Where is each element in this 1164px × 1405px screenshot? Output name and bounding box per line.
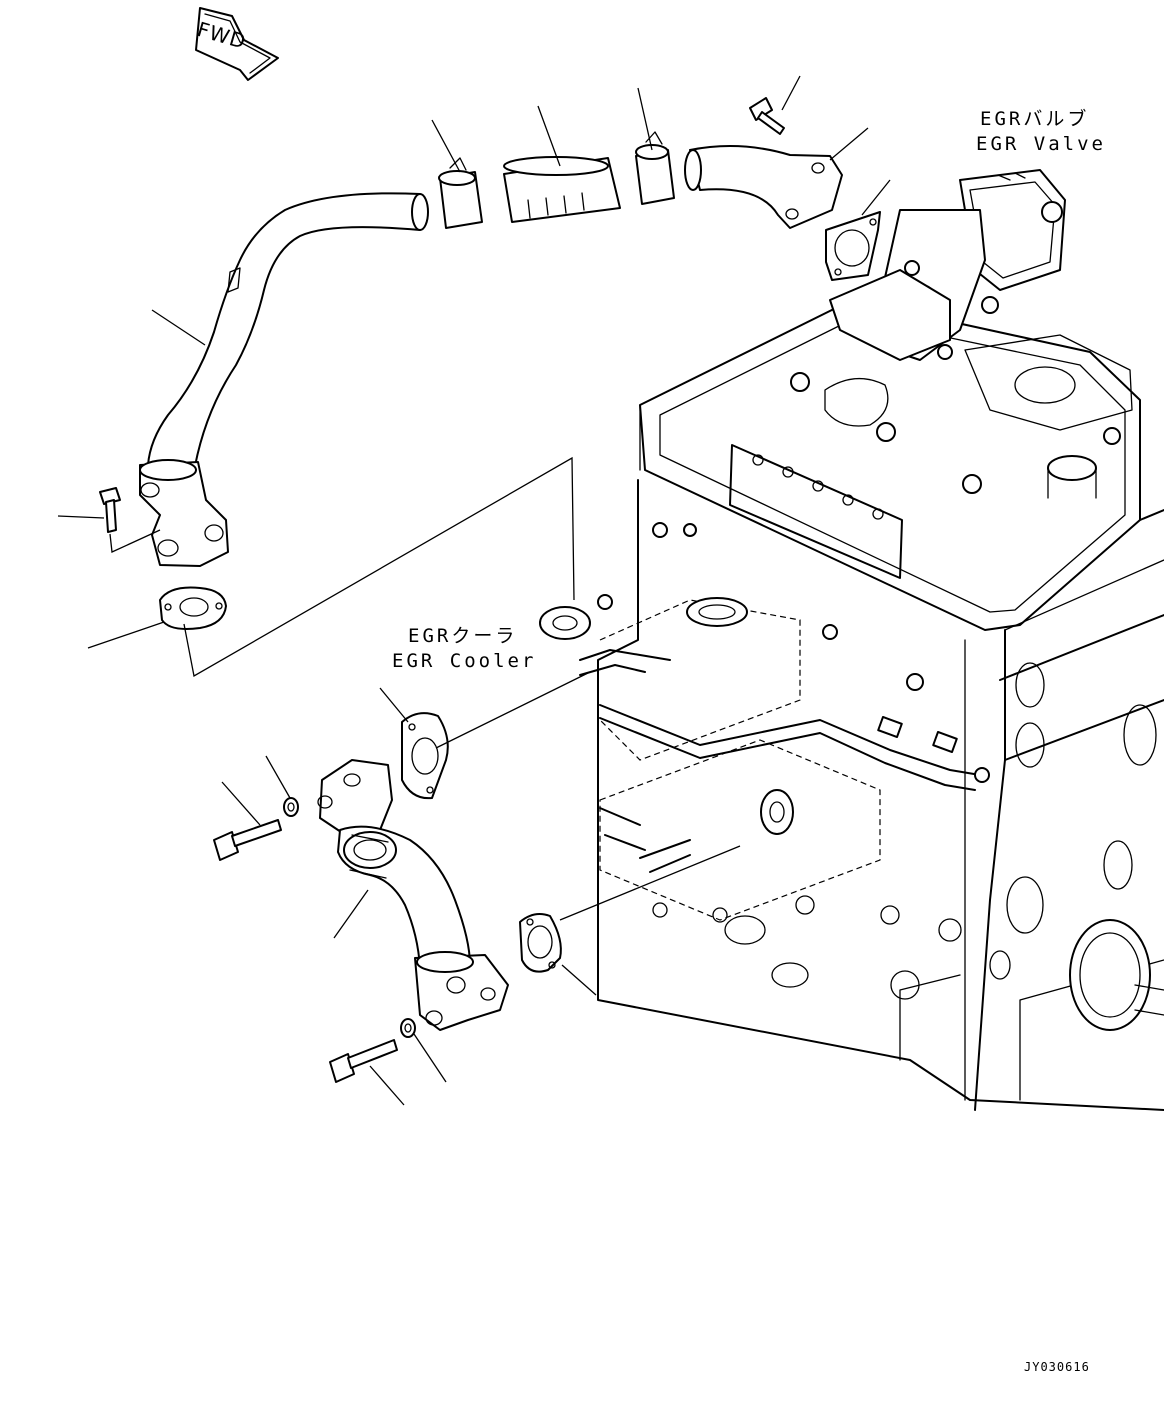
engine-assembly	[539, 169, 1164, 1111]
bolt	[99, 487, 121, 533]
egr-valve-label-en: EGR Valve	[976, 133, 1106, 155]
egr-cooler-label-en: EGR Cooler	[392, 650, 537, 672]
bolt	[749, 97, 785, 135]
hose-clamp	[438, 157, 483, 229]
drawing-code: JY030616	[1024, 1360, 1090, 1374]
lower-egr-pipe	[317, 759, 509, 1031]
upper-egr-pipe	[139, 192, 429, 567]
gasket	[825, 211, 881, 281]
washer	[400, 1018, 416, 1038]
rubber-hose	[503, 156, 621, 223]
bolt	[213, 819, 282, 861]
egr-valve-label-jp: EGRバルブ	[980, 108, 1090, 130]
egr-cooler-label-jp: EGRクーラ	[408, 625, 518, 647]
bolt	[329, 1039, 398, 1083]
gasket	[401, 712, 449, 800]
leader-lines	[57, 75, 891, 1106]
gasket	[159, 586, 227, 630]
washer	[283, 797, 299, 817]
hose-clamp	[635, 131, 675, 205]
elbow-pipe	[684, 145, 843, 229]
fwd-arrow-icon	[195, 7, 279, 81]
gasket	[519, 913, 562, 973]
